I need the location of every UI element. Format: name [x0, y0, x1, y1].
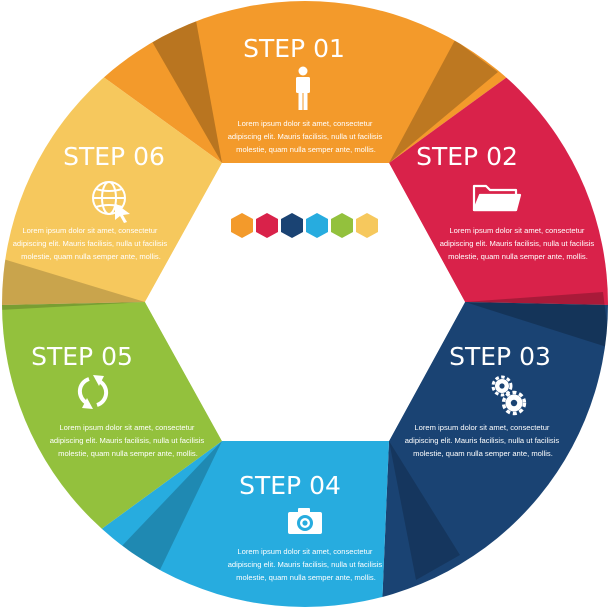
- step-01-block: STEP 01 Lorem ipsum dolor sit amet, cons…: [228, 34, 385, 154]
- fold-shade-02: [389, 40, 498, 163]
- step-05-block: STEP 05 Lorem ipsum dolor sit amet, cons…: [31, 342, 207, 458]
- mini-hexagon-3: [281, 213, 303, 238]
- step-06-text: Lorem ipsum dolor sit amet, consectetur …: [13, 226, 170, 261]
- step-06-block: STEP 06 Lorem ipsum dolor sit amet, cons…: [13, 142, 170, 261]
- mini-hexagon-6: [356, 213, 378, 238]
- mini-hexagon-4: [306, 213, 328, 238]
- center-hexagon: [145, 163, 465, 441]
- step-03-text: Lorem ipsum dolor sit amet, consectetur …: [405, 423, 562, 458]
- fold-shade-05: [120, 441, 222, 574]
- fold-shade-04: [389, 441, 460, 580]
- gears-icon: [491, 375, 527, 416]
- folder-icon: [472, 184, 522, 212]
- step-04-block: STEP 04 Lorem ipsum dolor sit amet, cons…: [228, 471, 385, 582]
- color-hexagon-row: [231, 213, 378, 238]
- refresh-icon: [77, 375, 109, 409]
- person-icon: [296, 66, 310, 110]
- step-01-title: STEP 01: [243, 34, 345, 63]
- globe-cursor-icon: [92, 181, 130, 223]
- step-03-block: STEP 03 Lorem ipsum dolor sit amet, cons…: [405, 342, 562, 458]
- mini-hexagon-1: [231, 213, 253, 238]
- step-05-title: STEP 05: [31, 342, 133, 371]
- step-04-title: STEP 04: [239, 471, 341, 500]
- step-03-title: STEP 03: [449, 342, 551, 371]
- step-02-title: STEP 02: [416, 142, 518, 171]
- camera-icon: [288, 508, 322, 534]
- fold-shade-03: [465, 292, 608, 348]
- step-06-title: STEP 06: [63, 142, 165, 171]
- step-01-text: Lorem ipsum dolor sit amet, consectetur …: [228, 119, 385, 154]
- fold-shade-06: [2, 258, 145, 310]
- mini-hexagon-5: [331, 213, 353, 238]
- step-02-text: Lorem ipsum dolor sit amet, consectetur …: [440, 226, 597, 261]
- fold-shade-01: [150, 15, 222, 163]
- step-02-block: STEP 02 Lorem ipsum dolor sit amet, cons…: [416, 142, 597, 261]
- step-04-text: Lorem ipsum dolor sit amet, consectetur …: [228, 547, 385, 582]
- step-05-text: Lorem ipsum dolor sit amet, consectetur …: [50, 423, 207, 458]
- mini-hexagon-2: [256, 213, 278, 238]
